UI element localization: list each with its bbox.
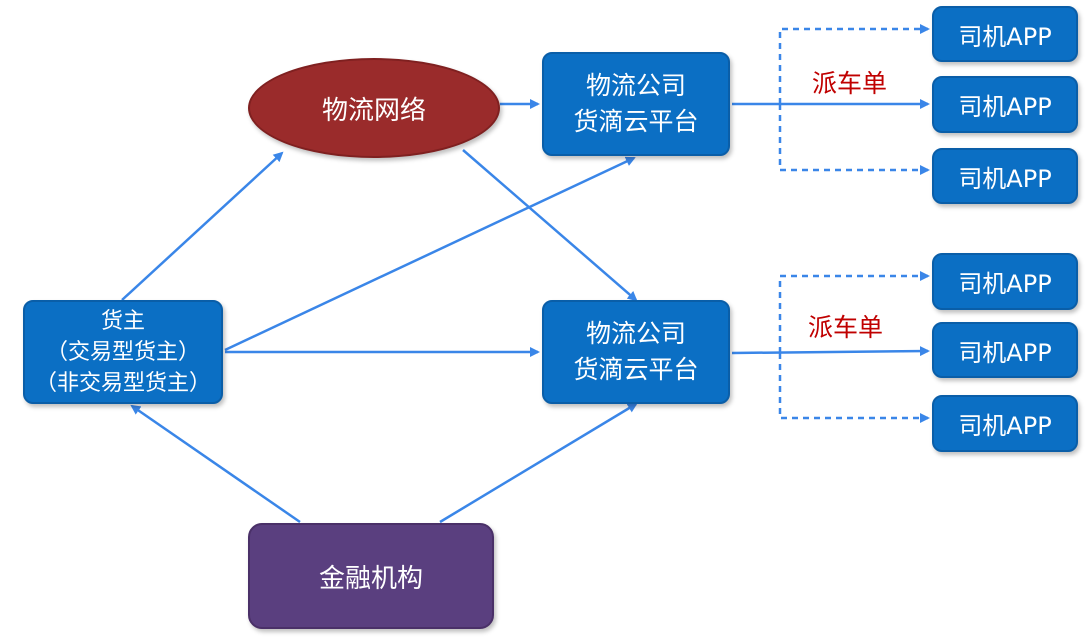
shipper-title: 货主 <box>100 308 145 334</box>
arrow-finance-to-platform-bottom <box>439 402 638 524</box>
platform-top-node: 物流公司 货滴云平台 <box>542 52 730 156</box>
dashed-branch-bottom-lower <box>778 353 930 423</box>
dashed-branch-bottom <box>778 271 930 353</box>
dispatch-order-label-bottom: 派车单 <box>808 313 884 342</box>
arrow-driver-bottom-2 <box>731 346 930 357</box>
driver-app-label: 司机APP <box>958 93 1052 121</box>
driver-app-top-3: 司机APP <box>932 148 1078 204</box>
driver-app-label: 司机APP <box>958 164 1052 193</box>
logistics-network-label: 物流网络 <box>321 95 426 126</box>
driver-app-bottom-3: 司机APP <box>932 395 1078 452</box>
driver-app-label: 司机APP <box>958 412 1052 440</box>
arrow-network-to-platform-bottom <box>462 149 638 302</box>
arrow-shipper-to-network <box>121 151 284 301</box>
shipper-type-nontrade: （非交易型货主） <box>34 370 211 396</box>
driver-app-label: 司机APP <box>958 270 1052 298</box>
dashed-branch-top <box>778 24 930 104</box>
dispatch-order-label-top: 派车单 <box>812 69 888 98</box>
shipper-type-trade: （交易型货主） <box>45 339 200 365</box>
driver-app-label: 司机APP <box>958 338 1052 367</box>
platform-bottom-node: 物流公司 货滴云平台 <box>542 300 730 404</box>
platform-bottom-line1: 物流公司 <box>585 319 686 348</box>
driver-app-top-1: 司机APP <box>932 6 1078 62</box>
arrow-shipper-to-platform-top <box>224 156 636 352</box>
driver-app-top-2: 司机APP <box>932 76 1078 133</box>
platform-top-line1: 物流公司 <box>585 71 686 100</box>
driver-app-label: 司机APP <box>958 22 1052 51</box>
platform-top-line2: 货滴云平台 <box>573 107 699 136</box>
logistics-network-node: 物流网络 <box>248 58 500 158</box>
platform-bottom-line2: 货滴云平台 <box>573 355 699 384</box>
finance-node: 金融机构 <box>248 523 494 629</box>
finance-label: 金融机构 <box>318 563 423 594</box>
dashed-branch-top-lower <box>778 104 930 175</box>
driver-app-bottom-1: 司机APP <box>932 253 1078 310</box>
shipper-node: 货主 （交易型货主） （非交易型货主） <box>23 300 223 404</box>
driver-app-bottom-2: 司机APP <box>932 322 1078 378</box>
arrow-finance-to-shipper <box>130 404 301 524</box>
